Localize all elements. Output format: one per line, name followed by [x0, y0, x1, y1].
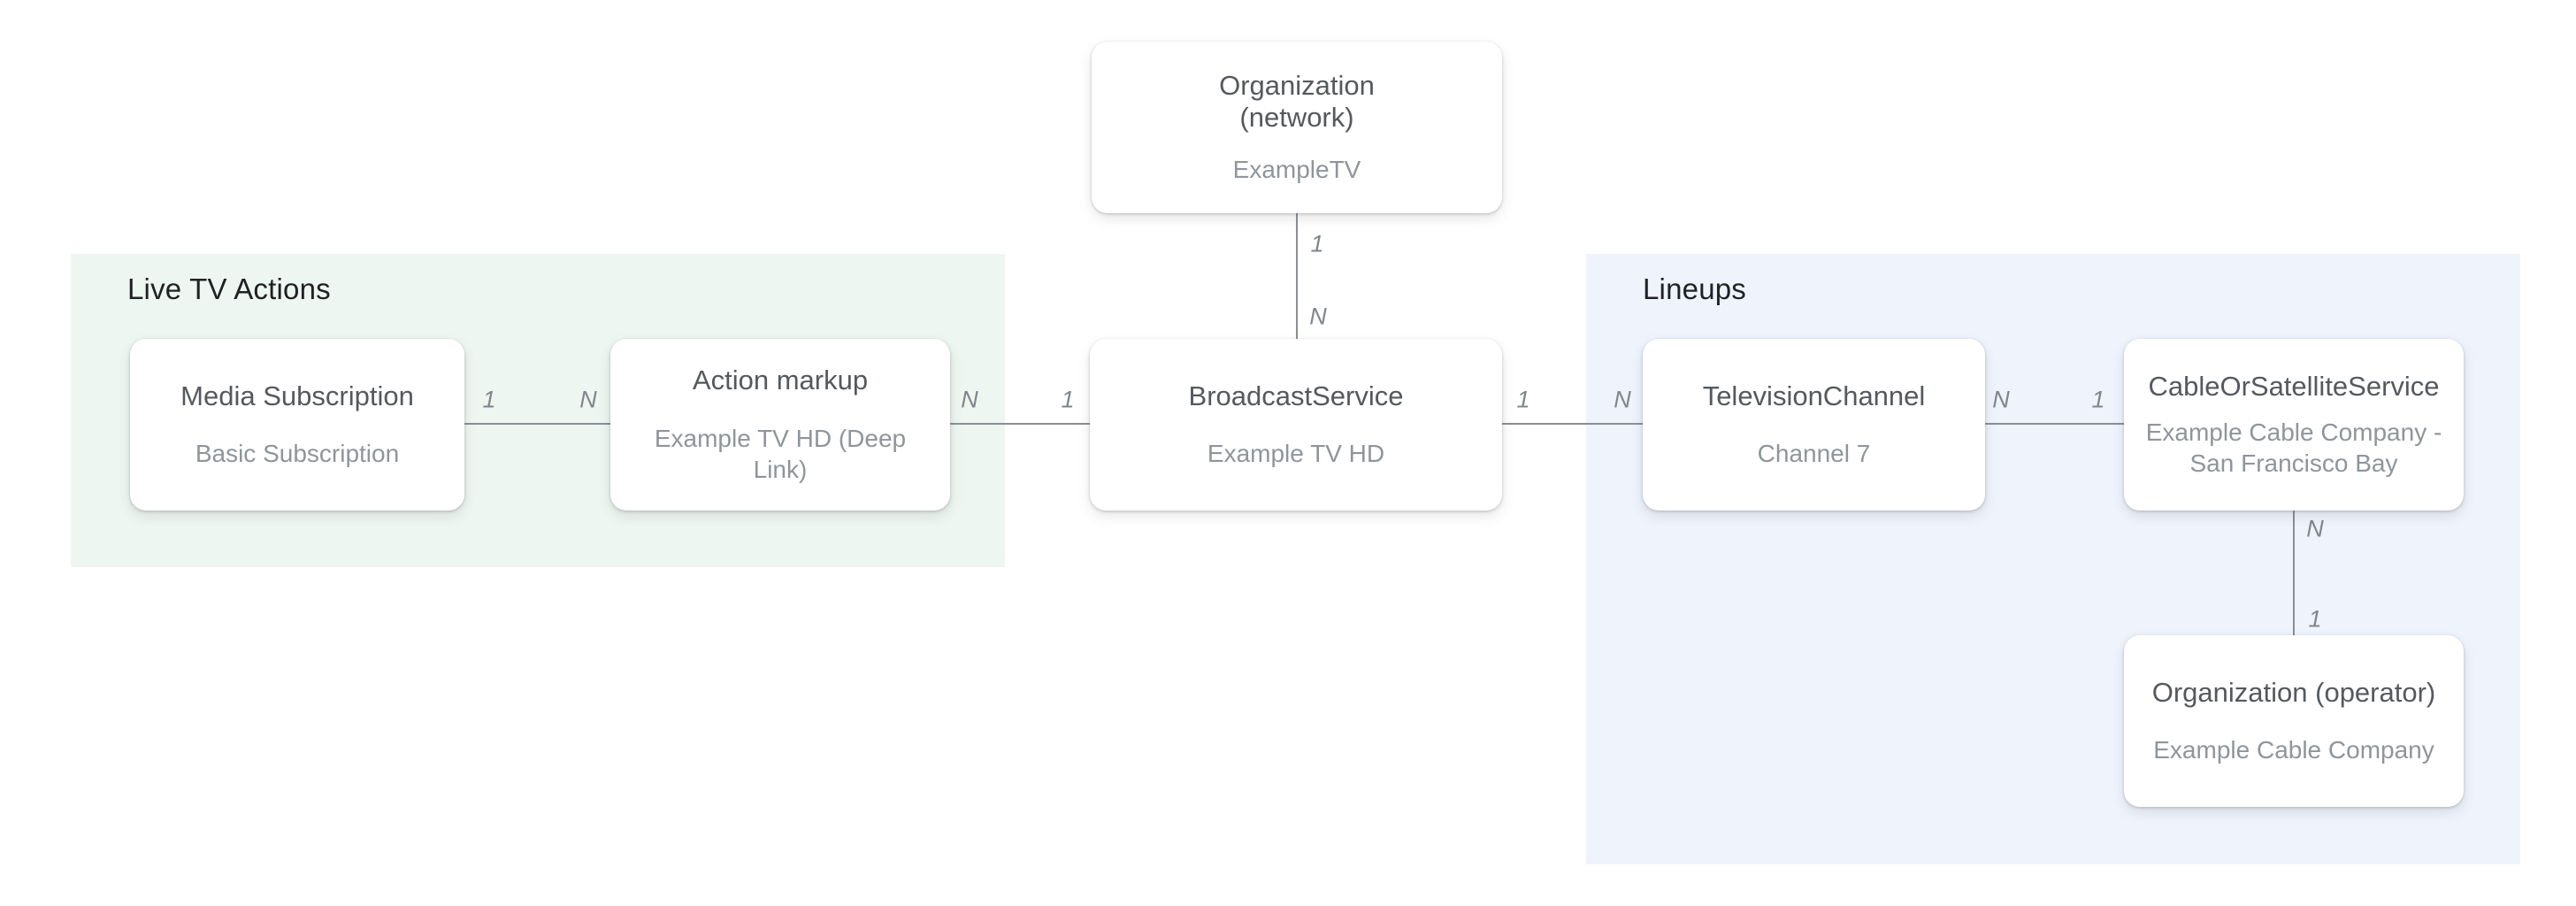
node-title: CableOrSatelliteService: [2148, 371, 2440, 403]
node-subtitle: ExampleTV: [1232, 156, 1361, 184]
node-title-line: Organization: [1219, 69, 1375, 101]
cardinality-label: N: [2306, 515, 2324, 542]
connector-broadcast-service--television-channel: [1502, 423, 1643, 425]
cardinality-label: N: [1614, 386, 1631, 413]
node-title: BroadcastService: [1188, 380, 1404, 411]
node-title: Organization (operator): [2151, 676, 2436, 708]
cardinality-label: N: [961, 386, 978, 413]
node-title: Organization (network): [1219, 70, 1375, 134]
cardinality-label: 1: [2308, 605, 2322, 633]
connector-media-subscription--action-markup: [464, 423, 610, 425]
node-organization-operator: Organization (operator) Example Cable Co…: [2124, 635, 2464, 807]
node-cable-or-satellite-service: CableOrSatelliteService Example Cable Co…: [2124, 339, 2464, 511]
node-media-subscription: Media Subscription Basic Subscription: [130, 339, 464, 511]
node-title: TelevisionChannel: [1702, 380, 1926, 411]
cardinality-label: 1: [1310, 230, 1324, 257]
node-subtitle: Example Cable Company - San Francisco Ba…: [2145, 418, 2442, 477]
node-broadcast-service: BroadcastService Example TV HD: [1090, 339, 1502, 511]
cardinality-label: 1: [2091, 386, 2105, 413]
panel-title-live-tv-actions: Live TV Actions: [127, 273, 331, 305]
cardinality-label: 1: [1061, 386, 1075, 413]
node-subtitle: Example TV HD: [1207, 440, 1385, 468]
cardinality-label: 1: [1516, 386, 1530, 413]
connector-television-channel--cable-or-satellite-service: [1985, 423, 2124, 425]
cardinality-label: N: [579, 386, 597, 413]
cardinality-label: 1: [482, 386, 496, 413]
node-television-channel: TelevisionChannel Channel 7: [1643, 339, 1985, 511]
node-organization-network: Organization (network) ExampleTV: [1092, 42, 1502, 213]
node-subtitle: Channel 7: [1757, 440, 1871, 468]
node-subtitle: Basic Subscription: [195, 440, 400, 468]
node-subtitle: Example TV HD (Deep Link): [654, 424, 907, 483]
connector-action-markup--broadcast-service: [950, 423, 1090, 425]
cardinality-label: N: [1992, 386, 2010, 413]
node-title-line: (network): [1239, 101, 1354, 133]
connector-organization-network--broadcast-service: [1296, 213, 1298, 339]
panel-title-lineups: Lineups: [1643, 273, 1746, 305]
node-action-markup: Action markup Example TV HD (Deep Link): [610, 339, 950, 511]
connector-cable-or-satellite-service--organization-operator: [2293, 511, 2295, 635]
cardinality-label: N: [1309, 303, 1327, 330]
node-subtitle: Example Cable Company: [2153, 736, 2434, 764]
node-title: Action markup: [692, 365, 869, 396]
node-title: Media Subscription: [180, 380, 414, 411]
